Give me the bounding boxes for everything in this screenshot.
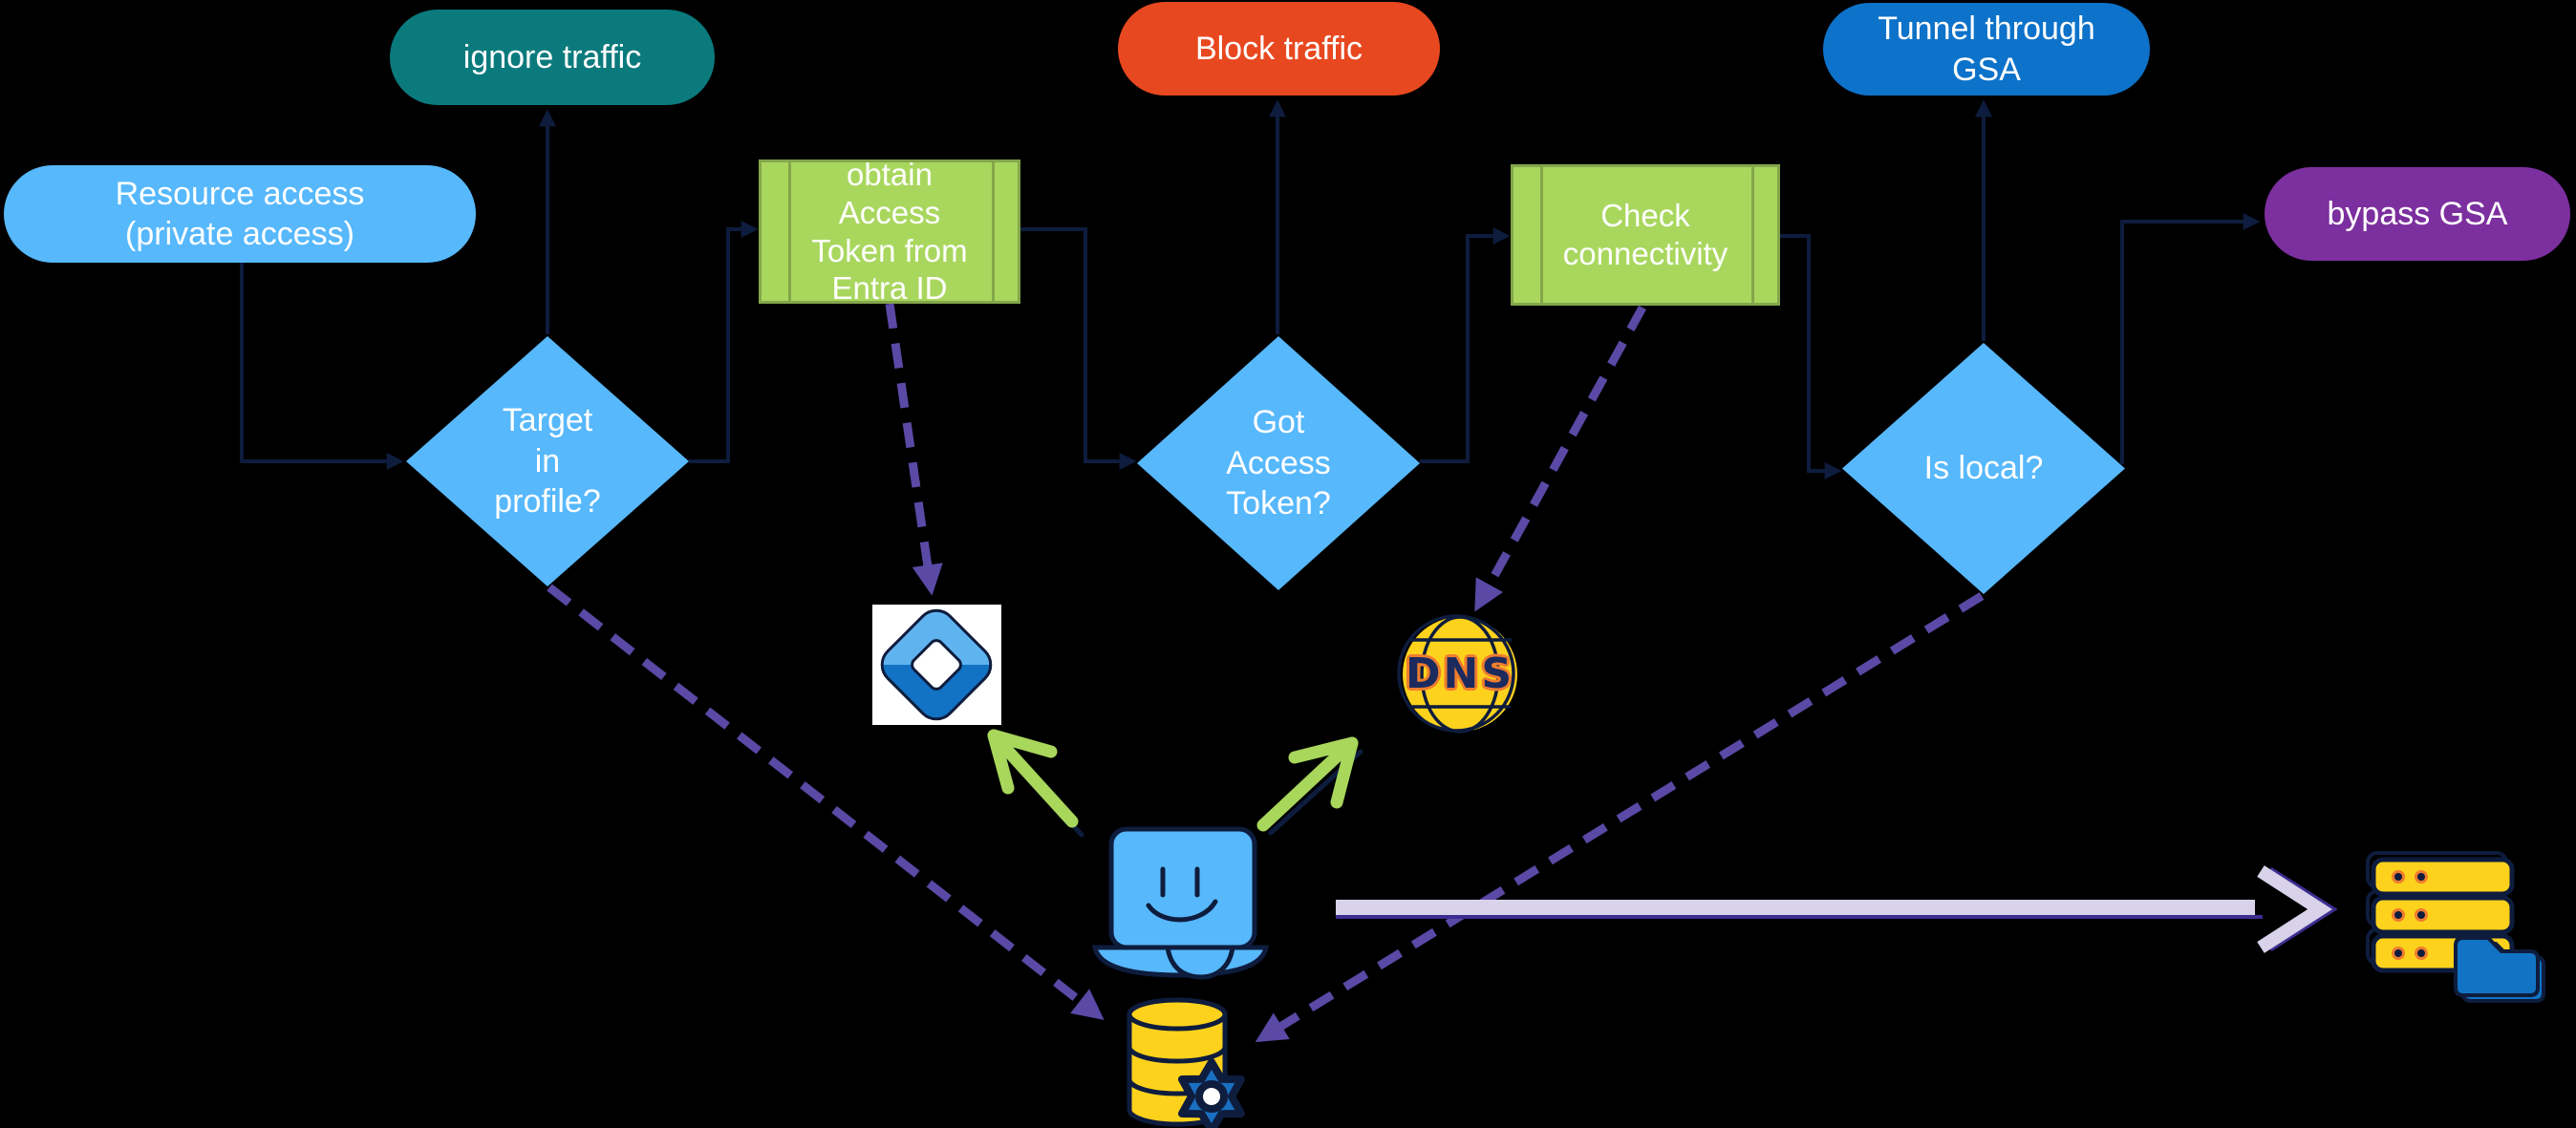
green-arrow-to-dns — [1256, 736, 1363, 836]
node-obtain-access-token: obtain Access Token from Entra ID — [759, 157, 1020, 306]
gear-icon — [1178, 1058, 1245, 1128]
node-obtain-access-token-label: obtain Access Token from Entra ID — [811, 157, 968, 307]
node-tunnel-through-gsa: Tunnel through GSA — [1823, 3, 2150, 96]
decision-got-access-token-label: Got Access Token? — [1226, 404, 1331, 522]
folder-icon — [2454, 936, 2545, 1003]
node-tunnel-through-gsa-label: Tunnel through GSA — [1878, 11, 2095, 88]
dashed-arrows — [547, 303, 1985, 1043]
entra-id-icon — [872, 605, 1001, 728]
connector-obtain-to-got — [1020, 227, 1137, 470]
tunnel-traffic-arrow — [1336, 865, 2338, 953]
node-check-connectivity: Check connectivity — [1511, 164, 1780, 306]
decision-is-local-label: Is local? — [1923, 450, 2044, 487]
solid-connectors — [240, 99, 2261, 479]
laptop-icon — [1091, 826, 1270, 980]
dns-label: DNS — [1405, 649, 1515, 698]
dashed-arrow-obtain-to-entra — [885, 303, 943, 596]
connector-check-to-islocal — [1780, 234, 1842, 479]
dashed-arrow-islocal-to-database — [1255, 592, 1985, 1043]
node-resource-access-label: Resource access (private access) — [115, 175, 365, 253]
dns-globe-icon — [1397, 614, 1517, 734]
node-resource-access: Resource access (private access) — [4, 165, 476, 263]
connector-islocal-to-bypass — [2120, 213, 2261, 464]
green-arrow-to-entra — [987, 729, 1084, 838]
dashed-arrow-check-to-dns — [1474, 305, 1646, 612]
node-ignore-traffic-label: ignore traffic — [462, 38, 642, 75]
node-block-traffic-label: Block traffic — [1194, 30, 1363, 67]
node-ignore-traffic: ignore traffic — [390, 10, 715, 105]
node-bypass-gsa-label: bypass GSA — [2327, 195, 2508, 232]
node-bypass-gsa: bypass GSA — [2265, 167, 2570, 261]
dashed-arrow-target-to-database — [547, 584, 1105, 1020]
decision-target-in-profile-label: Target in profile? — [494, 402, 601, 521]
connector-resource-to-target — [240, 263, 404, 470]
node-check-connectivity-label: Check connectivity — [1562, 198, 1728, 271]
connector-got-to-check — [1420, 227, 1511, 463]
connector-target-to-obtain — [689, 221, 759, 463]
node-block-traffic: Block traffic — [1118, 2, 1440, 96]
